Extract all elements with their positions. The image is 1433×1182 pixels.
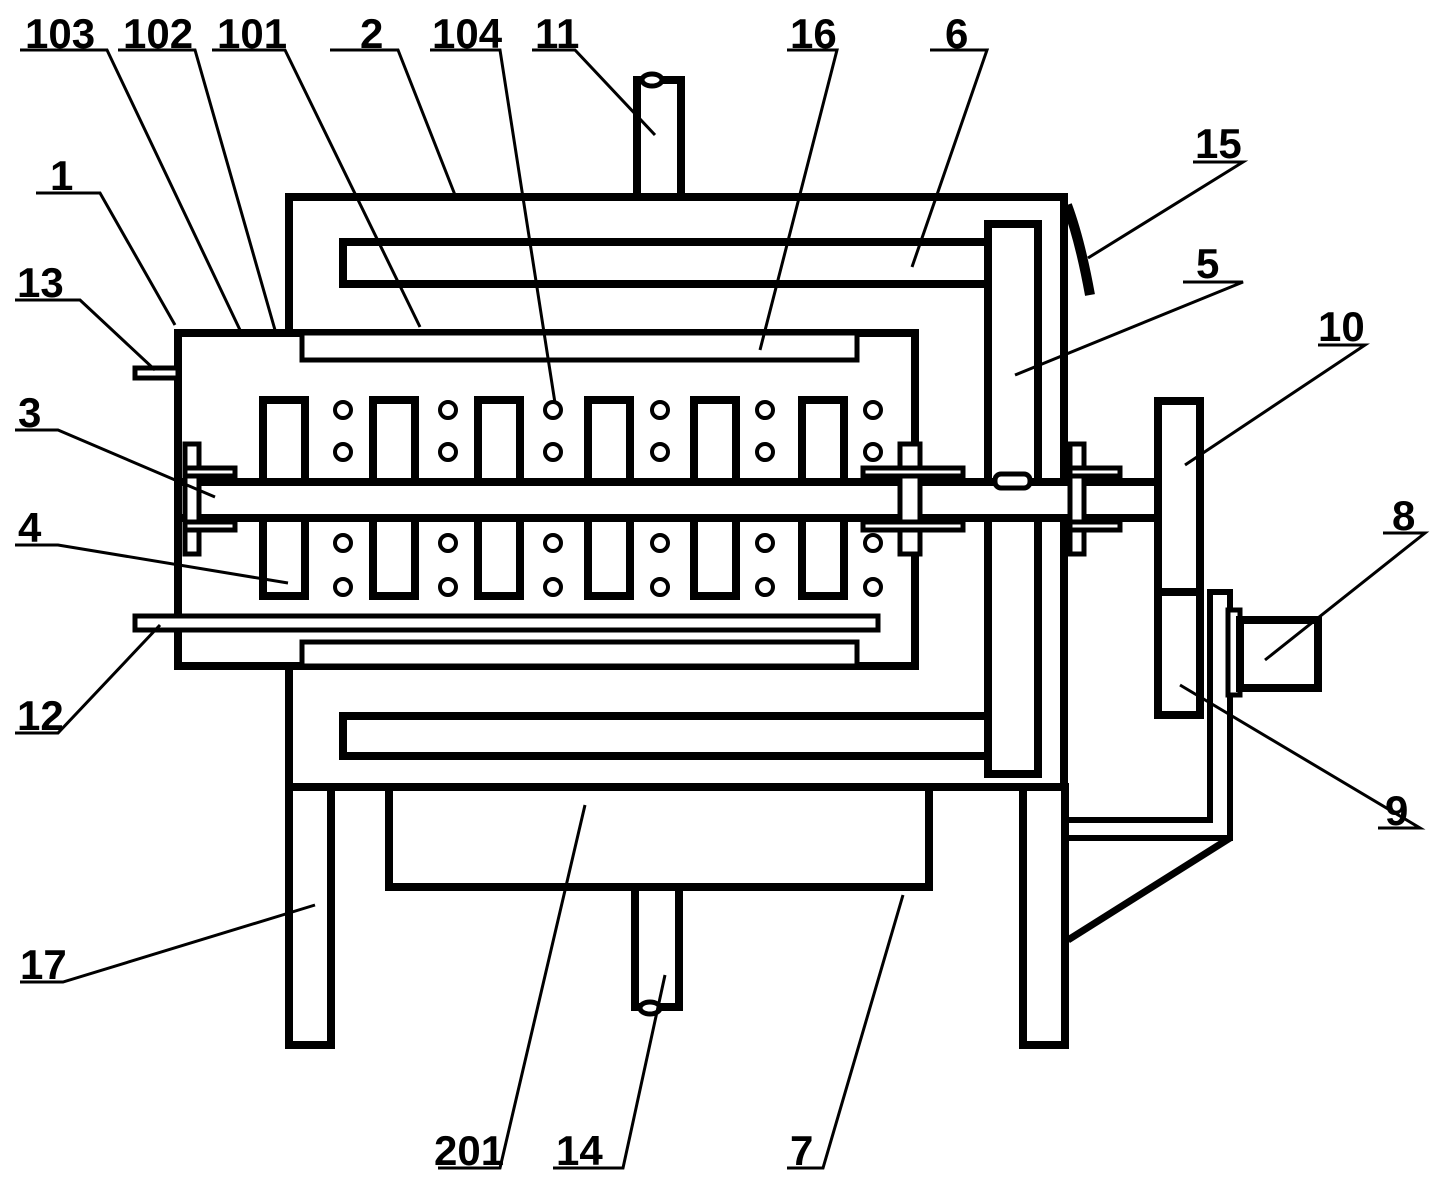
motor-8 [1236,616,1322,692]
top-inlet-pipe [633,76,685,201]
paddles [259,396,848,600]
label-9: 9 [1385,787,1408,834]
label-102: 102 [123,10,193,57]
left-leg [285,783,335,1049]
pipe-13 [132,365,181,381]
label-7: 7 [790,1127,813,1174]
label-12: 12 [17,692,64,739]
label-5: 5 [1196,240,1219,287]
bottom-tank [385,783,933,891]
label-104: 104 [432,10,503,57]
label-10: 10 [1318,303,1365,350]
tube-12 [132,613,881,633]
label-2: 2 [360,10,383,57]
label-201: 201 [434,1127,504,1174]
bearings [182,441,1123,557]
label-1: 1 [50,152,73,199]
holes [333,400,883,597]
label-13: 13 [17,259,64,306]
label-17: 17 [20,941,67,988]
label-15: 15 [1195,120,1242,167]
bottom-outlet-pipe [631,883,683,1011]
right-leg [1019,783,1069,1049]
bracket-strut [1066,835,1232,943]
label-101: 101 [217,10,287,57]
label-8: 8 [1392,492,1415,539]
part-labels: 103 102 101 2 104 11 16 6 15 1 13 5 10 3… [17,10,1415,1174]
bottom-pipe-cap [637,999,663,1017]
clip-15 [1062,203,1095,296]
label-16: 16 [790,10,837,57]
label-4: 4 [18,504,42,551]
inner-bottom-bar [299,639,860,669]
top-pipe-cap [639,71,665,89]
inner-top-bar [299,330,860,363]
label-6: 6 [945,10,968,57]
motor-bracket [1061,589,1233,841]
label-14: 14 [556,1127,603,1174]
upper-plate [339,238,992,288]
label-103: 103 [25,10,95,57]
label-11: 11 [535,10,579,57]
label-3: 3 [18,389,41,436]
leader-lines [15,48,1430,1170]
gear-9 [1154,588,1204,719]
lower-plate [339,712,992,760]
